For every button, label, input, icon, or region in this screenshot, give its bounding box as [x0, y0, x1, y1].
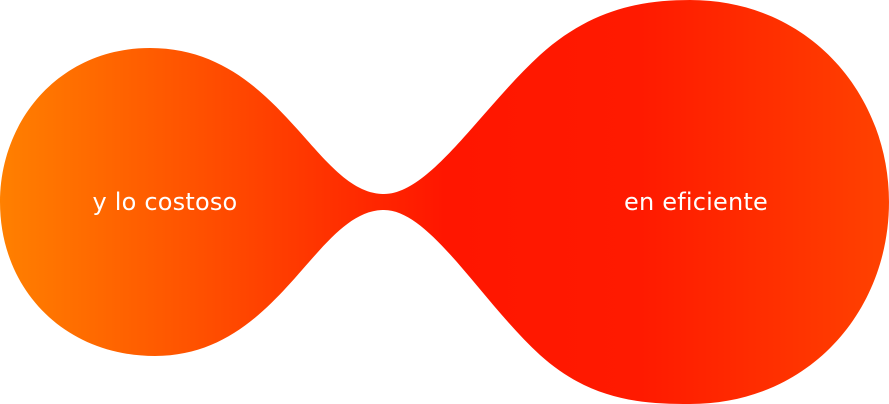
left-bubble-label: y lo costoso: [92, 188, 238, 216]
right-bubble-label: en eficiente: [624, 188, 768, 216]
